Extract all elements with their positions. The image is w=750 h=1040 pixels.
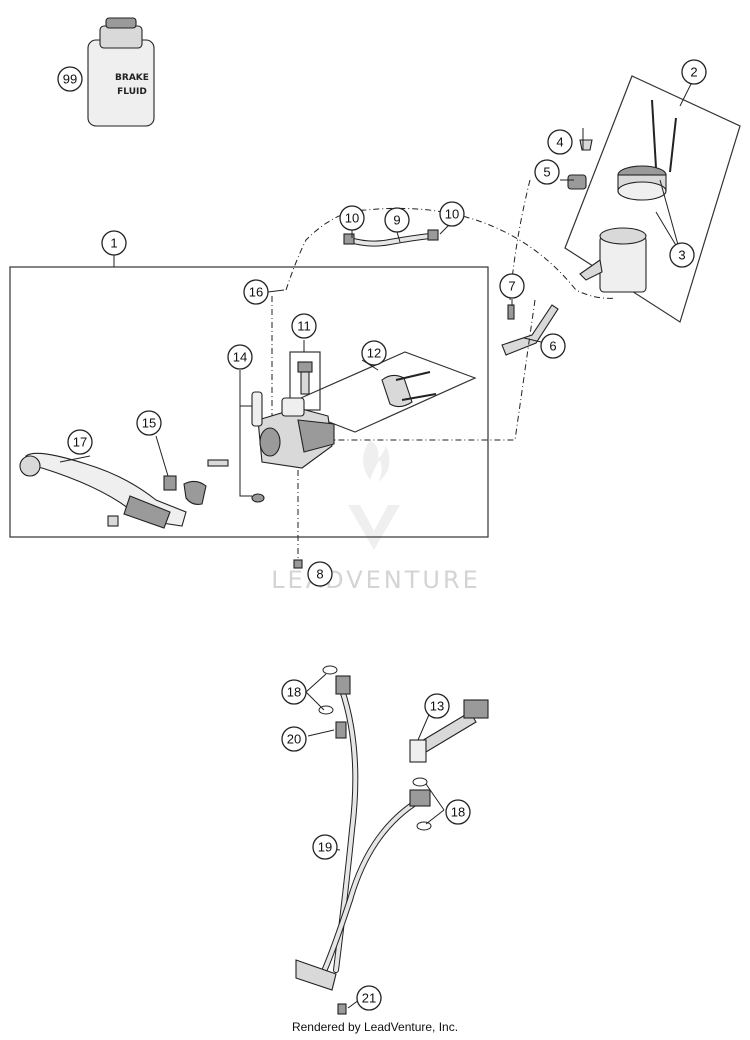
- callout-18a[interactable]: 18: [281, 679, 307, 705]
- callout-9[interactable]: 9: [384, 207, 410, 233]
- master-cylinder-body: [257, 397, 335, 469]
- svg-text:21: 21: [362, 991, 376, 1006]
- callout-19[interactable]: 19: [312, 834, 338, 860]
- bracket-assembly-line: [320, 299, 536, 441]
- svg-text:99: 99: [63, 72, 77, 87]
- reservoir-bracket: [501, 304, 559, 356]
- svg-text:19: 19: [318, 840, 332, 855]
- callout-3[interactable]: 3: [669, 242, 695, 268]
- svg-text:15: 15: [142, 416, 156, 431]
- svg-text:12: 12: [367, 346, 381, 361]
- callout-17[interactable]: 17: [67, 429, 93, 455]
- svg-text:13: 13: [430, 699, 444, 714]
- svg-text:18: 18: [287, 685, 301, 700]
- callout-20[interactable]: 20: [281, 726, 307, 752]
- footer-credit: Rendered by LeadVenture, Inc.: [292, 1020, 458, 1034]
- banjo-bolt: [335, 721, 347, 1015]
- reservoir-cap-parts: [567, 139, 593, 190]
- svg-text:17: 17: [73, 435, 87, 450]
- brake-fluid-bottle: BRAKE FLUID: [87, 17, 155, 127]
- callout-7[interactable]: 7: [499, 273, 525, 299]
- watermark-text: LEADVENTURE: [271, 566, 481, 594]
- callout-5[interactable]: 5: [534, 159, 560, 185]
- svg-text:7: 7: [508, 279, 515, 294]
- reservoir-hose: [343, 229, 439, 247]
- sealing-washers: [318, 665, 432, 831]
- callout-12[interactable]: 12: [361, 340, 387, 366]
- svg-text:5: 5: [543, 165, 550, 180]
- svg-text:4: 4: [556, 135, 563, 150]
- callout-13[interactable]: 13: [424, 693, 450, 719]
- master-cylinder-box: [9, 266, 489, 538]
- mounting-screw: [293, 559, 303, 569]
- clamp-box: [283, 351, 477, 433]
- svg-text:16: 16: [249, 285, 263, 300]
- callout-11[interactable]: 11: [291, 313, 317, 339]
- svg-text:2: 2: [690, 65, 697, 80]
- callout-6[interactable]: 6: [540, 333, 566, 359]
- svg-text:20: 20: [287, 732, 301, 747]
- reservoir: [579, 99, 677, 293]
- svg-text:18: 18: [451, 805, 465, 820]
- svg-text:8: 8: [316, 567, 323, 582]
- brake-line-assembly: [295, 675, 431, 991]
- callout-99[interactable]: 99: [57, 66, 83, 92]
- pivot-pin: [251, 391, 265, 503]
- callout-4[interactable]: 4: [547, 129, 573, 155]
- bottle-label-line1: BRAKE: [115, 73, 149, 83]
- callout-10a[interactable]: 10: [339, 205, 365, 231]
- svg-text:14: 14: [233, 350, 247, 365]
- svg-text:1: 1: [110, 236, 117, 251]
- hose-route-line: [285, 207, 617, 299]
- handlebar-clamp: [381, 371, 437, 408]
- reservoir-group-box: [564, 75, 741, 323]
- callout-2[interactable]: 2: [681, 59, 707, 85]
- watermark-logo: [348, 440, 400, 550]
- callout-21[interactable]: 21: [356, 985, 382, 1011]
- callout-14[interactable]: 14: [227, 344, 253, 370]
- svg-text:10: 10: [345, 211, 359, 226]
- svg-text:9: 9: [393, 213, 400, 228]
- svg-text:11: 11: [297, 319, 311, 334]
- bottle-label-line2: FLUID: [117, 87, 147, 97]
- callout-15[interactable]: 15: [136, 410, 162, 436]
- svg-text:10: 10: [445, 207, 459, 222]
- callout-16[interactable]: 16: [243, 279, 269, 305]
- brake-lever: [19, 452, 187, 529]
- callout-8[interactable]: 8: [307, 561, 333, 587]
- svg-text:6: 6: [549, 339, 556, 354]
- callout-1[interactable]: 1: [101, 230, 127, 256]
- lever-adjuster: [163, 459, 229, 505]
- svg-text:3: 3: [678, 248, 685, 263]
- callout-18b[interactable]: 18: [445, 799, 471, 825]
- bleeder-valve: [297, 361, 313, 395]
- callout-10b[interactable]: 10: [439, 201, 465, 227]
